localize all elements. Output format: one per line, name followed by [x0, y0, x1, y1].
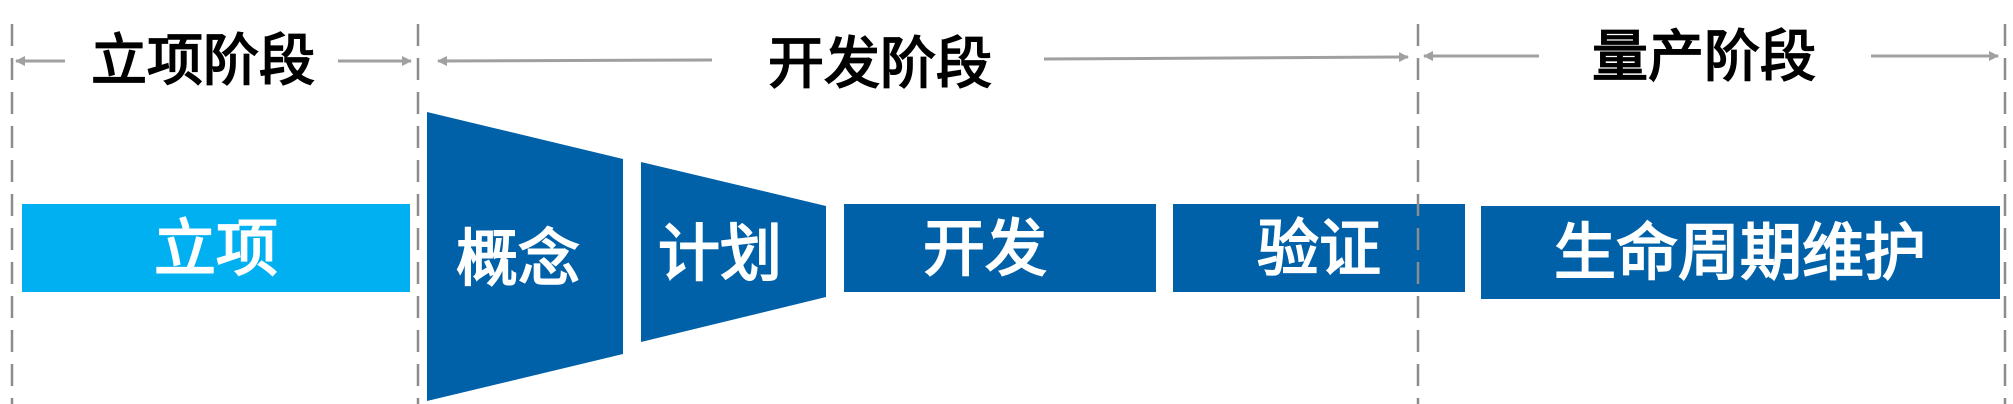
step-lifecycle-box	[1481, 206, 2000, 299]
step-validation-label: 验证	[1257, 212, 1381, 285]
step-initiation-box	[22, 204, 410, 292]
step-lifecycle-label: 生命周期维护	[1554, 216, 1926, 289]
step-concept-label: 概念	[456, 222, 580, 295]
step-validation-box	[1173, 204, 1465, 292]
step-plan-box	[641, 162, 826, 342]
step-initiation-label: 立项	[154, 212, 278, 285]
phase-title-development: 开发阶段	[768, 32, 992, 97]
step-development-box	[844, 204, 1156, 292]
step-plan-label: 计划	[658, 217, 782, 290]
step-concept-box	[427, 112, 623, 401]
arrow-right	[1043, 52, 1409, 63]
arrow-left	[437, 55, 713, 66]
step-development-label: 开发	[923, 212, 1047, 285]
phase-title-initiation: 立项阶段	[91, 29, 315, 94]
phase-title-production: 量产阶段	[1592, 25, 1816, 90]
